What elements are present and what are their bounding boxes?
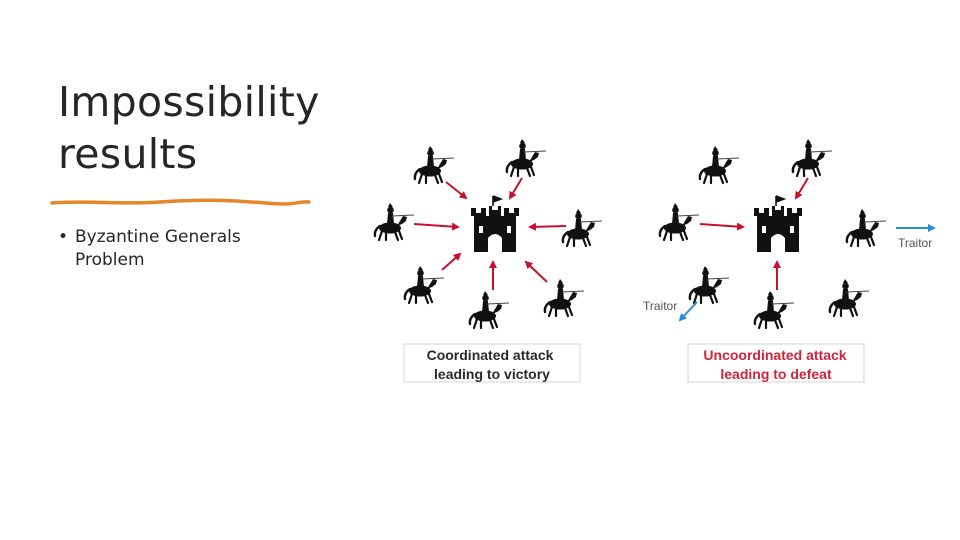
attack-arrow — [413, 222, 460, 231]
knight-on-horse-icon — [543, 277, 586, 318]
knight-on-horse-icon — [828, 277, 871, 318]
knight-on-horse-icon — [688, 264, 731, 305]
left-scenario: Coordinated attack leading to victory — [373, 137, 604, 383]
attack-arrow — [794, 177, 809, 200]
caption-line-2: leading to victory — [434, 366, 550, 382]
knight-on-horse-icon — [658, 201, 701, 242]
attack-arrow — [508, 177, 523, 200]
traitor-label: Traitor — [643, 299, 677, 313]
attack-arrow — [699, 222, 745, 231]
bullet-list: • Byzantine Generals Problem — [58, 226, 278, 272]
knight-on-horse-icon — [373, 201, 416, 242]
caption-line-1: Uncoordinated attack — [703, 347, 846, 363]
knight-on-horse-icon — [698, 144, 741, 185]
title-line-2: results — [58, 130, 198, 178]
traitor-label: Traitor — [898, 236, 932, 250]
knight-on-horse-icon — [413, 144, 456, 185]
attack-arrow — [528, 222, 567, 231]
knight-on-horse-icon — [505, 137, 548, 178]
attack-arrow — [524, 260, 548, 283]
bullet-item: • Byzantine Generals Problem — [58, 226, 278, 272]
caption-line-1: Coordinated attack — [427, 347, 554, 363]
caption-line-2: leading to defeat — [720, 366, 832, 382]
bullet-dot: • — [58, 227, 69, 247]
caption-box — [687, 343, 865, 383]
accent-rule — [50, 198, 311, 206]
bullet-text: Byzantine Generals Problem — [75, 227, 241, 270]
title-line-1: Impossibility — [58, 78, 320, 126]
attack-arrow — [441, 252, 462, 271]
knight-on-horse-icon — [468, 289, 511, 330]
right-scenario: Traitor Traitor Uncoordinated attack lea… — [643, 137, 936, 383]
attack-arrow — [445, 181, 468, 200]
knight-on-horse-icon — [561, 207, 604, 248]
knight-on-horse-icon — [403, 264, 446, 305]
knight-on-horse-icon — [791, 137, 834, 178]
retreat-arrow — [678, 301, 698, 322]
slide-title: Impossibility results — [58, 76, 320, 180]
castle-icon — [470, 195, 520, 253]
castle-icon — [753, 195, 803, 253]
caption-box — [403, 343, 581, 383]
knight-on-horse-icon — [753, 289, 796, 330]
knight-on-horse-icon — [845, 207, 888, 248]
